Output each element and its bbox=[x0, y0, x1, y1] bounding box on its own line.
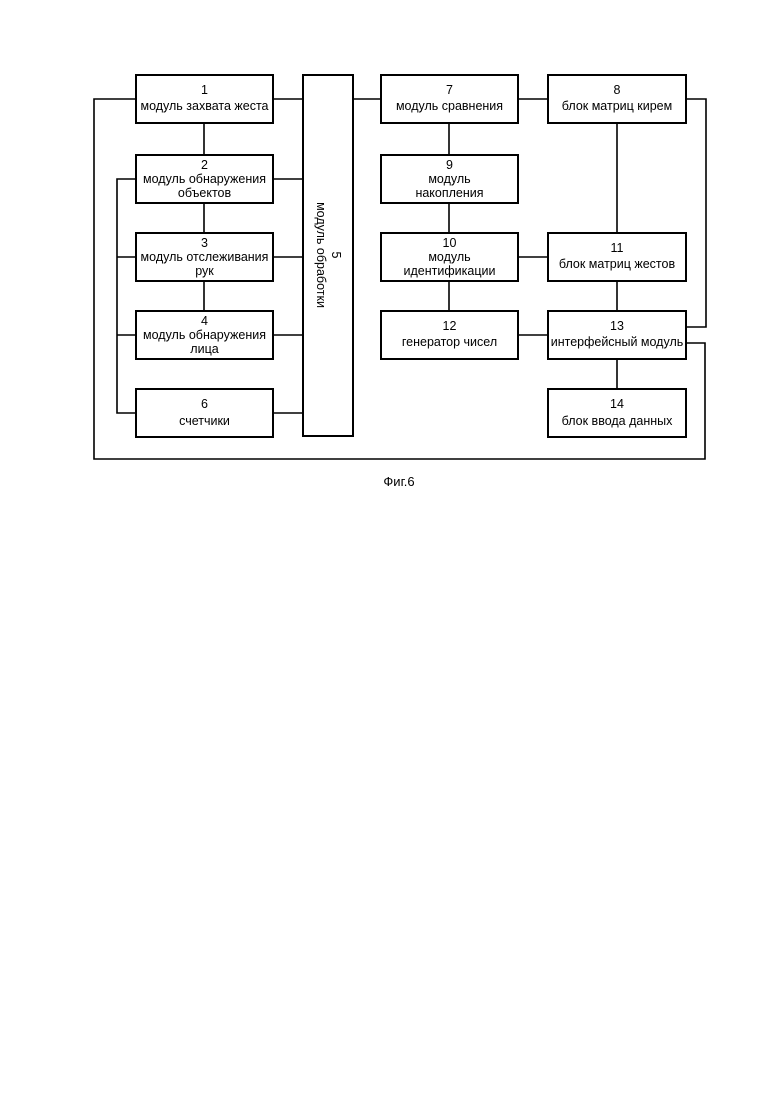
block-10-number: 10 bbox=[443, 236, 457, 250]
block-13: 13 интерфейсный модуль bbox=[548, 311, 686, 359]
block-3-number: 3 bbox=[201, 236, 208, 250]
block-4-number: 4 bbox=[201, 314, 208, 328]
block-4-label-line1: модуль обнаружения bbox=[143, 328, 266, 342]
block-5-number: 5 bbox=[329, 252, 343, 259]
block-5: 5 модуль обработки bbox=[303, 75, 353, 436]
block-1: 1 модуль захвата жеста bbox=[136, 75, 273, 123]
block-9-label-line1: модуль bbox=[428, 172, 470, 186]
block-10-label-line1: модуль bbox=[428, 250, 470, 264]
block-2: 2 модуль обнаружения объектов bbox=[136, 155, 273, 203]
block-4-label-line2: лица bbox=[190, 342, 218, 356]
block-9-number: 9 bbox=[446, 158, 453, 172]
block-2-label-line2: объектов bbox=[178, 186, 232, 200]
block-7-number: 7 bbox=[446, 83, 453, 97]
block-10: 10 модуль идентификации bbox=[381, 233, 518, 281]
block-6-number: 6 bbox=[201, 397, 208, 411]
block-3-label-line2: рук bbox=[195, 264, 214, 278]
block-12: 12 генератор чисел bbox=[381, 311, 518, 359]
block-8: 8 блок матриц кирем bbox=[548, 75, 686, 123]
left-bus bbox=[117, 179, 136, 413]
block-6: 6 счетчики bbox=[136, 389, 273, 437]
loop-8-13 bbox=[686, 99, 706, 327]
block-11-number: 11 bbox=[611, 241, 624, 255]
block-2-label-line1: модуль обнаружения bbox=[143, 172, 266, 186]
block-10-label-line2: идентификации bbox=[404, 264, 496, 278]
block-7-label: модуль сравнения bbox=[396, 99, 503, 113]
block-14: 14 блок ввода данных bbox=[548, 389, 686, 437]
block-1-number: 1 bbox=[201, 83, 208, 97]
block-3: 3 модуль отслеживания рук bbox=[136, 233, 273, 281]
block-1-label: модуль захвата жеста bbox=[140, 99, 268, 113]
block-6-label: счетчики bbox=[179, 414, 230, 428]
block-13-number: 13 bbox=[610, 319, 624, 333]
block-9-label-line2: накопления bbox=[415, 186, 483, 200]
block-13-label: интерфейсный модуль bbox=[551, 335, 684, 349]
block-2-number: 2 bbox=[201, 158, 208, 172]
block-4: 4 модуль обнаружения лица bbox=[136, 311, 273, 359]
block-8-number: 8 bbox=[614, 83, 621, 97]
block-12-label: генератор чисел bbox=[402, 335, 497, 349]
figure-caption: Фиг.6 bbox=[383, 474, 414, 489]
block-11: 11 блок матриц жестов bbox=[548, 233, 686, 281]
block-11-label: блок матриц жестов bbox=[559, 257, 676, 271]
block-12-number: 12 bbox=[443, 319, 457, 333]
block-3-label-line1: модуль отслеживания bbox=[141, 250, 269, 264]
block-5-label: модуль обработки bbox=[314, 202, 328, 308]
block-8-label: блок матриц кирем bbox=[562, 99, 672, 113]
block-9: 9 модуль накопления bbox=[381, 155, 518, 203]
block-14-label: блок ввода данных bbox=[562, 414, 673, 428]
block-14-number: 14 bbox=[610, 397, 624, 411]
block-7: 7 модуль сравнения bbox=[381, 75, 518, 123]
